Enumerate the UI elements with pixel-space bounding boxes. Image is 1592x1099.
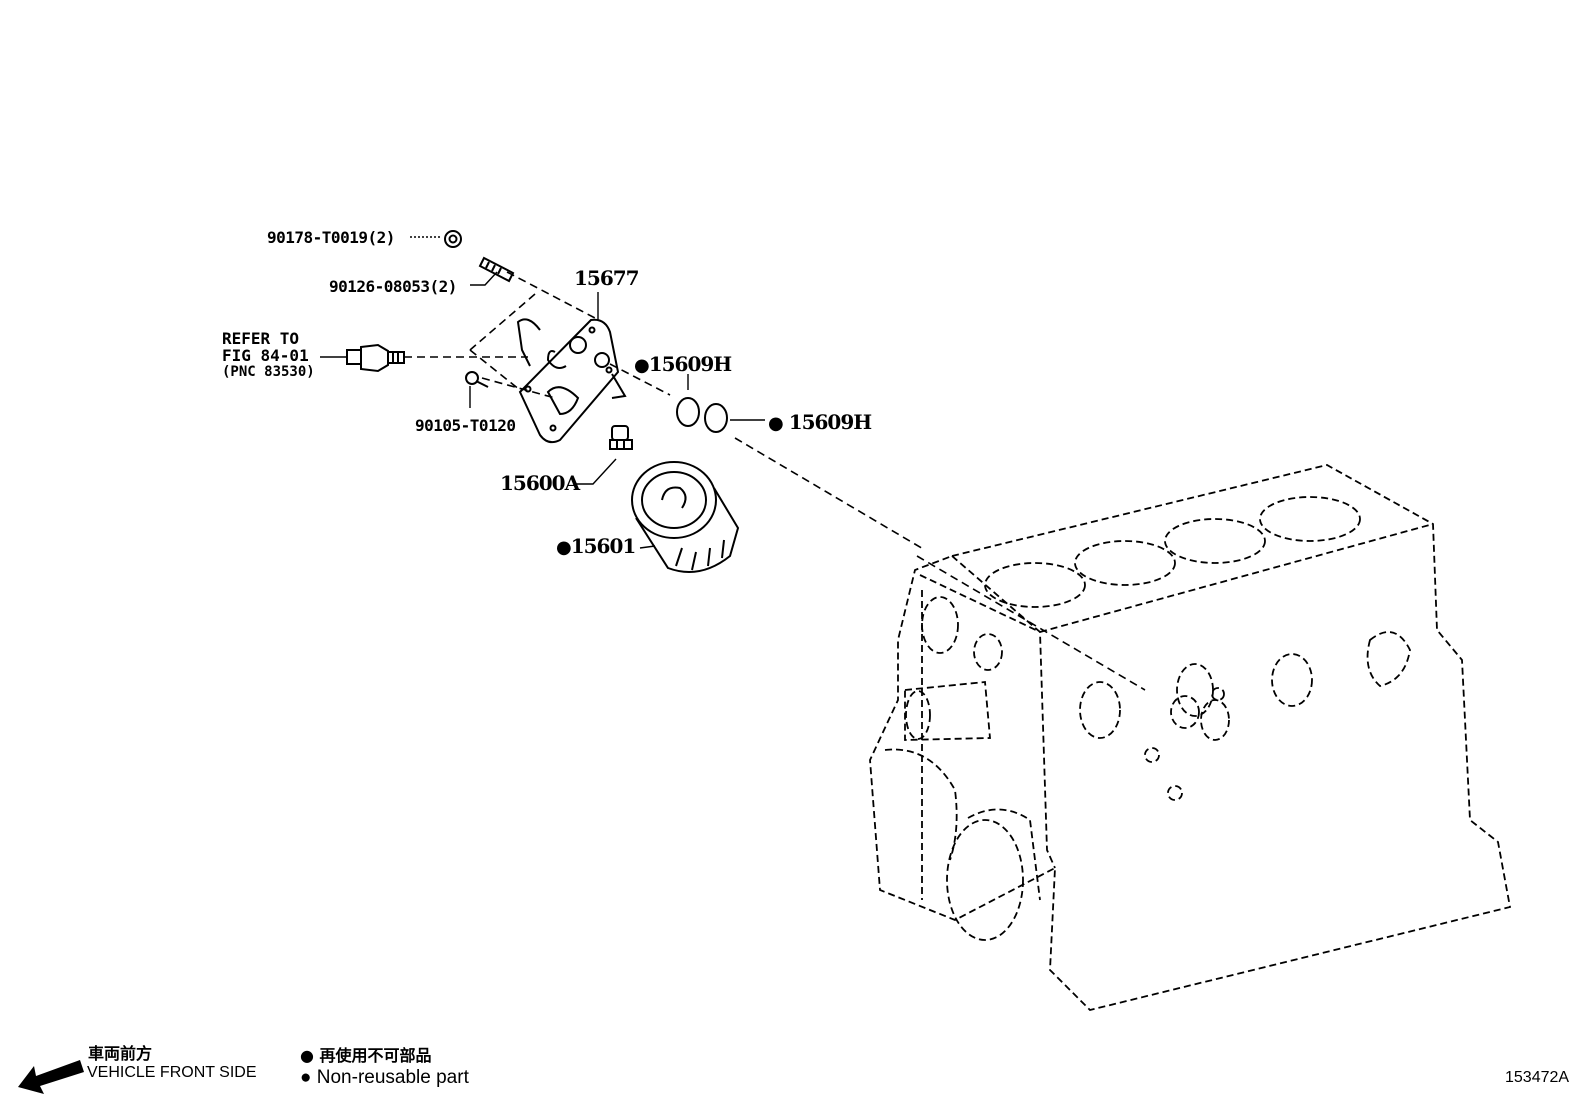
part-label-o-ring-upper: ●15609H [634, 352, 732, 376]
legend-nonreuse-en-text: Non-reusable part [316, 1067, 469, 1088]
oil-filter-bracket-icon [516, 318, 627, 444]
legend-bullet-icon: ● [300, 1046, 314, 1065]
cylinder-block-icon [869, 464, 1512, 1011]
part-label-nut: 90178-T0019(2) [267, 228, 395, 247]
dashed-leader-lines [404, 271, 1146, 691]
refer-line-2: FIG 84-01 [222, 346, 309, 365]
refer-line-3: (PNC 83530) [222, 364, 315, 380]
oil-pressure-switch-icon [346, 343, 405, 373]
legend-bullet-icon: ● [300, 1067, 312, 1088]
non-reusable-marker-icon: ● [556, 537, 572, 558]
label-leaders [320, 236, 765, 549]
part-label-oil-filter: ●15601 [556, 534, 637, 558]
oil-filter-number: 15601 [570, 534, 637, 558]
part-label-o-ring-lower: ● 15609H [768, 410, 872, 434]
figure-id: 153472A [1505, 1069, 1570, 1086]
legend-nonreuse-en: ● Non-reusable part [300, 1067, 469, 1089]
part-label-oil-filter-bracket: 15677 [574, 266, 640, 290]
non-reusable-marker-icon: ● [634, 355, 650, 376]
nut-icon [444, 230, 462, 248]
part-label-union-bolt: 90105-T0120 [415, 416, 516, 435]
legend-front-en: VEHICLE FRONT SIDE [87, 1064, 257, 1081]
vehicle-front-arrow-icon [18, 1060, 84, 1094]
stud-icon [478, 256, 515, 283]
union-bolt-icon [465, 371, 489, 388]
non-reusable-marker-icon: ● [768, 413, 784, 434]
o-ring-upper-icon [676, 397, 700, 427]
part-label-union: 15600A [500, 471, 580, 495]
legend-front-jp: 車両前方 [88, 1044, 153, 1063]
union-fitting-icon [609, 425, 633, 450]
refer-note: REFER TO FIG 84-01 (PNC 83530) [222, 330, 315, 381]
refer-line-1: REFER TO [222, 329, 300, 348]
part-label-stud: 90126-08053(2) [329, 277, 457, 296]
o-ring-lower-icon [704, 403, 728, 433]
legend-nonreuse-jp-text: 再使用不可部品 [319, 1046, 432, 1065]
o-ring-lower-number: 15609H [788, 410, 872, 434]
legend-nonreuse-jp: ● 再使用不可部品 [300, 1042, 432, 1066]
oil-filter-icon [631, 461, 740, 573]
o-ring-upper-number: 15609H [648, 352, 732, 376]
